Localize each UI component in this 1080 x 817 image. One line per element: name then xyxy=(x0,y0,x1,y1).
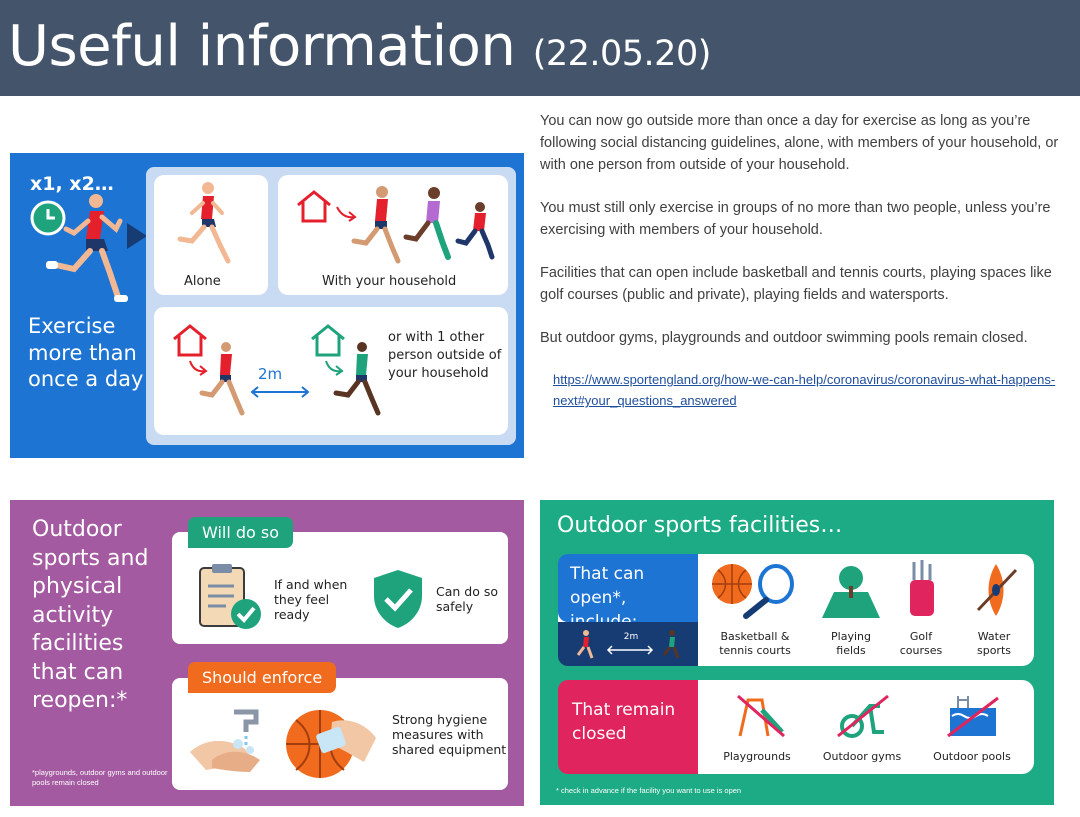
title-date: (22.05.20) xyxy=(532,34,712,74)
facilities-headline: Outdoor sports and physical activity fac… xyxy=(32,517,149,713)
clipboard-check-icon xyxy=(199,564,261,629)
exercise-headline: Exercise more than once a day xyxy=(28,314,144,391)
household-label: With your household xyxy=(322,274,457,289)
runner-red-icon xyxy=(199,342,245,416)
facilities-footnote: *playgrounds, outdoor gyms and outdoor p… xyxy=(32,768,168,787)
open-item-water: Water sports xyxy=(976,630,1011,657)
closed-label: That remain closed xyxy=(558,680,698,774)
outdoor-pool-closed-icon xyxy=(947,696,999,738)
exercise-counter: x1, x2… xyxy=(30,173,114,195)
runner-alone-icon xyxy=(177,182,231,264)
hygiene-text: Strong hygiene measures with shared equi… xyxy=(392,712,507,757)
intro-text: You can now go outside more than once a … xyxy=(540,110,1072,411)
outdoor-gym-closed-icon xyxy=(837,694,889,738)
exercise-options xyxy=(146,167,516,445)
sport-england-link[interactable]: https://www.sportengland.org/how-we-can-… xyxy=(553,372,1056,408)
distance-label: 2m xyxy=(258,365,283,383)
runner-green-icon xyxy=(333,342,381,416)
playing-field-icon xyxy=(822,566,880,618)
arrow-green-icon xyxy=(325,360,344,376)
distanced-runners-icon xyxy=(576,630,680,659)
open-label: That can open*, include: xyxy=(558,554,698,632)
other-person-label: or with 1 other person outside of your h… xyxy=(388,330,502,381)
intro-paragraph: But outdoor gyms, playgrounds and outdoo… xyxy=(540,330,1028,346)
alone-card xyxy=(154,175,268,295)
safely-text: Can do so safely xyxy=(436,584,498,614)
closed-item-playgrounds: Playgrounds xyxy=(723,750,791,763)
should-enforce-tag: Should enforce xyxy=(188,662,337,693)
house-icon xyxy=(297,190,331,223)
open-item-courts: Basketball & tennis courts xyxy=(719,630,791,657)
double-arrow-icon xyxy=(250,386,310,398)
playground-closed-icon xyxy=(737,694,785,738)
kayak-icon xyxy=(976,564,1018,616)
distance-strip xyxy=(558,622,698,666)
family-running-icon xyxy=(351,186,495,264)
when-ready-text: If and when they feel ready xyxy=(274,577,348,622)
shield-check-icon xyxy=(374,570,422,628)
will-do-tag: Will do so xyxy=(188,517,294,548)
facilities-panel: Outdoor sports and physical activity fac… xyxy=(10,500,524,806)
outdoor-footnote: * check in advance if the facility you w… xyxy=(556,786,742,795)
open-item-fields: Playing fields xyxy=(831,630,871,657)
runner-icon xyxy=(46,194,128,302)
arrow-right-icon xyxy=(127,223,147,249)
open-distance-label: 2m xyxy=(623,632,639,642)
closed-item-gyms: Outdoor gyms xyxy=(822,750,902,763)
basketball-wipe-icon xyxy=(286,710,376,778)
open-item-golf: Golf courses xyxy=(899,630,943,657)
page-title: Useful information (22.05.20) xyxy=(8,12,711,89)
intro-paragraph: Facilities that can open include basketb… xyxy=(540,265,1052,303)
outdoor-headline: Outdoor sports facilities… xyxy=(557,513,843,538)
house-icon xyxy=(173,324,207,357)
arrow-icon xyxy=(336,206,357,222)
house-green-icon xyxy=(311,324,345,357)
golf-bag-icon xyxy=(910,560,934,616)
alone-label: Alone xyxy=(184,274,221,289)
hand-washing-icon xyxy=(190,709,260,772)
intro-paragraph: You must still only exercise in groups o… xyxy=(540,200,1051,238)
intro-paragraph: You can now go outside more than once a … xyxy=(540,113,1059,173)
basketball-tennis-icon xyxy=(712,564,794,619)
outdoor-panel: Outdoor sports facilities… That can open… xyxy=(540,500,1054,805)
clock-icon xyxy=(30,200,66,236)
exercise-panel: x1, x2… Exercise more than once a day Al… xyxy=(10,153,524,458)
title-bar: Useful information (22.05.20) xyxy=(0,0,1080,96)
arrow-icon xyxy=(189,360,208,376)
closed-item-pools: Outdoor pools xyxy=(933,750,1011,763)
title-text: Useful information xyxy=(8,14,516,79)
